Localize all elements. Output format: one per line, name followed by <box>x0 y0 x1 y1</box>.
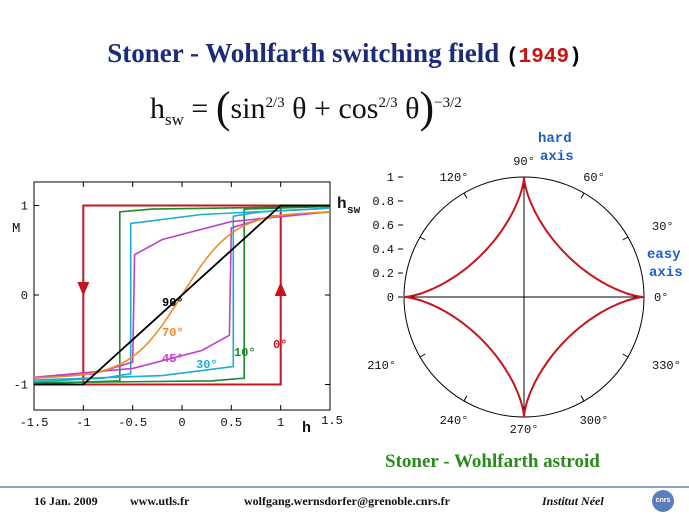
footer-institute: Institut Néel <box>542 494 604 508</box>
formula-outer-exp: −3/2 <box>434 95 462 111</box>
angle-label-30: 30° <box>652 220 674 234</box>
angle-tick <box>463 192 468 199</box>
footer-site[interactable]: www.utls.fr <box>130 494 190 508</box>
curve-30deg-down <box>33 207 331 383</box>
series-label-5: 0° <box>273 338 287 352</box>
radial-tick-label: 0.8 <box>372 195 394 209</box>
footer-email[interactable]: wolfgang.wernsdorfer@grenoble.cnrs.fr <box>244 494 450 508</box>
radial-tick-label: 0.4 <box>372 243 394 257</box>
footer-rule <box>0 486 689 488</box>
title-paren-close: ) <box>569 46 582 69</box>
astroid-chart: 0 0.2 0.4 0.6 0.8 1 90° 60° 30° 0° 330° 300° 270° 240… <box>367 131 682 437</box>
footer: 16 Jan. 2009 www.utls.fr wolfgang.wernsd… <box>0 490 689 514</box>
angle-label-210: 210° <box>367 359 396 373</box>
series-label-2: 45° <box>162 352 184 366</box>
radial-tick-label: 0 <box>387 291 394 305</box>
astroid-curve <box>404 177 644 417</box>
angle-tick <box>463 395 468 402</box>
title-text: Stoner - Wohlfarth switching field <box>107 38 500 68</box>
x-tick-label: 1.5 <box>321 414 343 428</box>
formula-lhs-sub: sw <box>165 110 184 129</box>
angle-label-300: 300° <box>580 414 609 428</box>
hsw-annotation-sub: sw <box>347 205 360 217</box>
astroid-caption: Stoner - Wohlfarth astroid <box>385 451 600 472</box>
series-label-1: 70° <box>162 326 184 340</box>
angle-tick <box>419 353 426 358</box>
astroid-line <box>404 177 644 417</box>
x-tick-label: 1 <box>277 416 284 430</box>
formula-theta1: θ + cos <box>292 92 379 125</box>
x-tick-label: -1.5 <box>20 416 49 430</box>
easy-axis-label-2: axis <box>649 265 683 281</box>
switching-field-formula: hsw = (sin2/3 θ + cos2/3 θ)−3/2 <box>150 83 462 132</box>
x-tick-label: 0 <box>178 416 185 430</box>
formula-theta2: θ <box>405 92 420 125</box>
y-axis-label: M <box>12 221 20 237</box>
radial-tick-label: 1 <box>387 171 394 185</box>
y-tick-label: -1 <box>14 379 28 393</box>
title-paren-open: ( <box>506 46 519 69</box>
astroid-labels: 0 0.2 0.4 0.6 0.8 1 90° 60° 30° 0° 330° 300° 270° 240… <box>367 131 682 437</box>
formula-equals: = <box>191 92 209 125</box>
x-tick-label: 0.5 <box>221 416 243 430</box>
angle-label-120: 120° <box>440 171 469 185</box>
easy-axis-label: easy <box>647 247 681 263</box>
hsw-annotation: h <box>337 195 347 213</box>
series-label-3: 30° <box>196 358 218 372</box>
angle-label-60: 60° <box>583 171 605 185</box>
angle-label-240: 240° <box>440 414 469 428</box>
angle-tick <box>622 236 629 241</box>
x-tick-label: -0.5 <box>118 416 147 430</box>
curve-90deg <box>34 204 330 386</box>
formula-lhs: h <box>150 92 165 125</box>
angle-tick <box>580 395 585 402</box>
hard-axis-label: hard <box>538 131 572 147</box>
series-label-0: 90° <box>162 296 184 310</box>
arrow-up <box>274 282 287 296</box>
footer-date: 16 Jan. 2009 <box>34 494 98 508</box>
hard-axis-label-2: axis <box>540 149 574 165</box>
angle-tick <box>580 192 585 199</box>
curve-10deg-down <box>33 205 331 385</box>
title-year: 1949 <box>518 46 570 69</box>
hysteresis-axes <box>33 181 331 411</box>
series-label-4: 10° <box>234 346 256 360</box>
formula-exp1: 2/3 <box>265 95 285 111</box>
y-tick-label: 1 <box>21 200 28 214</box>
y-tick-label: 0 <box>21 289 28 303</box>
radial-tick-label: 0.6 <box>372 219 394 233</box>
angle-label-330: 330° <box>652 359 681 373</box>
angle-label-90: 90° <box>513 155 535 169</box>
formula-sin: sin <box>230 92 266 125</box>
x-tick-label: -1 <box>76 416 90 430</box>
formula-exp2: 2/3 <box>378 95 398 111</box>
x-axis-label: h <box>302 420 311 437</box>
angle-label-270: 270° <box>510 423 539 437</box>
cnrs-logo: cnrs <box>652 490 674 512</box>
radial-tick-label: 0.2 <box>372 267 394 281</box>
angle-label-0: 0° <box>654 291 668 305</box>
angle-tick <box>419 236 426 241</box>
angle-tick <box>622 353 629 358</box>
astroid-grid <box>398 176 645 418</box>
curve-10deg-up <box>33 205 331 384</box>
hysteresis-curves <box>33 204 331 386</box>
slide-title: Stoner - Wohlfarth switching field (1949… <box>0 38 689 69</box>
arrow-down <box>77 282 90 296</box>
